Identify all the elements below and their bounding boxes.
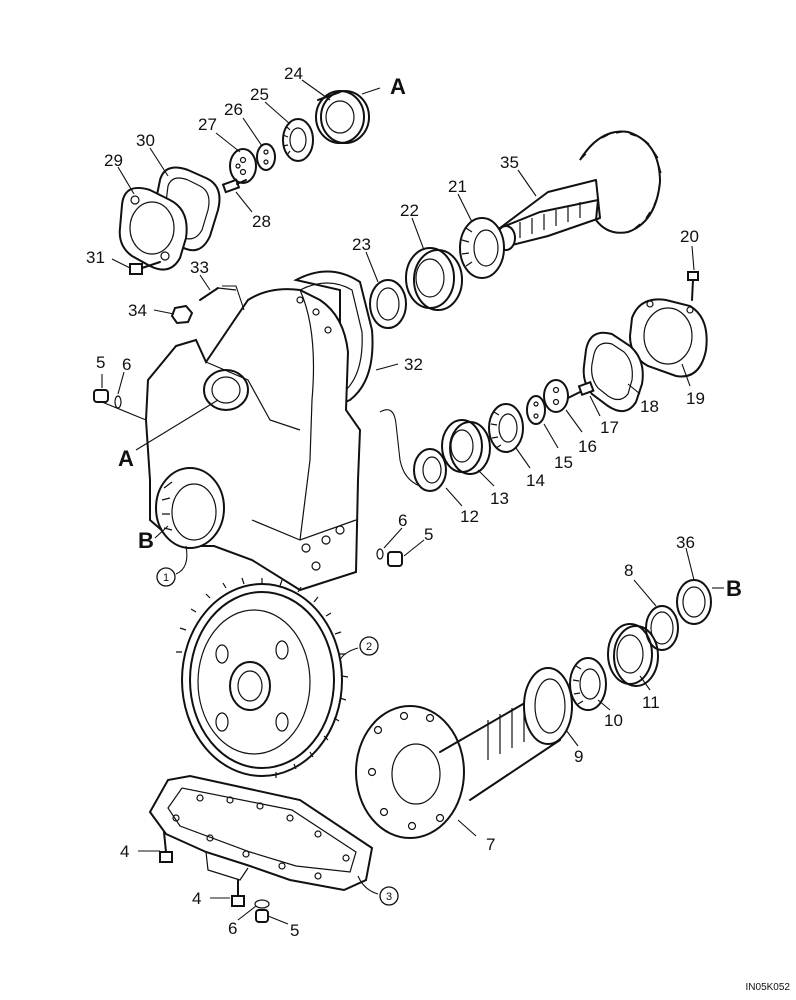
callout-33: 33 xyxy=(190,258,209,277)
callout-20: 20 xyxy=(680,227,699,246)
part-4-bolt-lower xyxy=(231,879,245,907)
part-26-shim xyxy=(256,143,276,171)
callout-5-left: 5 xyxy=(96,353,105,372)
part-14-bearing-cone xyxy=(488,403,524,453)
part-22-bearing-cup xyxy=(405,247,463,311)
part-24-bearing-cup xyxy=(315,90,370,144)
part-8-snap-ring xyxy=(645,605,679,651)
callout-11: 11 xyxy=(642,693,660,712)
callout-8: 8 xyxy=(624,561,633,580)
callout-4-lower: 4 xyxy=(192,889,201,908)
callout-5-lower: 5 xyxy=(290,921,299,940)
ref-b-side: B xyxy=(138,528,154,553)
callout-27: 27 xyxy=(198,115,217,134)
svg-text:3: 3 xyxy=(386,891,392,903)
callout-28: 28 xyxy=(252,212,271,231)
callout-31: 31 xyxy=(86,248,105,267)
callout-12: 12 xyxy=(460,507,479,526)
svg-text:2: 2 xyxy=(366,641,372,653)
callout-23: 23 xyxy=(352,235,371,254)
callout-17: 17 xyxy=(600,418,619,437)
callout-21: 21 xyxy=(448,177,467,196)
part-28-bolt xyxy=(221,178,247,194)
circled-callout-1: 1 xyxy=(156,567,176,587)
circled-callout-3: 3 xyxy=(379,886,399,906)
part-36-ring xyxy=(676,579,712,625)
part-13-bearing-cup xyxy=(441,419,491,475)
part-35-pinion-shaft xyxy=(496,130,662,251)
part-17-bolt xyxy=(567,380,595,399)
callout-5-right: 5 xyxy=(424,525,433,544)
part-6-washer-right xyxy=(376,548,384,560)
part-32-gasket xyxy=(293,270,374,406)
part-33-stud xyxy=(199,287,237,301)
part-6-washer-left xyxy=(114,395,122,409)
callout-36: 36 xyxy=(676,533,695,552)
callout-29: 29 xyxy=(104,151,123,170)
callout-6-left: 6 xyxy=(122,355,131,374)
part-11-bearing-cup xyxy=(607,623,659,687)
part-12-seal xyxy=(413,448,447,492)
circled-callout-2: 2 xyxy=(359,636,379,656)
leader-lines xyxy=(101,79,724,925)
callout-35: 35 xyxy=(500,153,519,172)
figure-code: IN05K052 xyxy=(746,982,791,993)
callout-25: 25 xyxy=(250,85,269,104)
callout-6-right: 6 xyxy=(398,511,407,530)
callout-13: 13 xyxy=(490,489,509,508)
part-5-plug-left xyxy=(93,389,109,403)
part-3-oil-pan xyxy=(148,774,374,892)
callout-16: 16 xyxy=(578,437,597,456)
part-16-retainer-plate xyxy=(543,379,569,413)
callout-4-upper: 4 xyxy=(120,842,129,861)
part-29-cover xyxy=(118,186,188,271)
ref-b-right: B xyxy=(726,576,742,601)
part-5-plug-lower xyxy=(255,909,269,923)
part-7-axle-shaft xyxy=(355,699,561,839)
part-9-seal xyxy=(523,667,573,745)
callout-19: 19 xyxy=(686,389,705,408)
callout-22: 22 xyxy=(400,201,419,220)
callout-15: 15 xyxy=(554,453,573,472)
part-1-housing xyxy=(144,288,362,592)
callout-10: 10 xyxy=(604,711,623,730)
part-25-bearing-cone xyxy=(282,118,314,162)
callout-14: 14 xyxy=(526,471,545,490)
part-6-washer-lower xyxy=(254,899,270,909)
callout-30: 30 xyxy=(136,131,155,150)
part-15-shim xyxy=(526,395,546,425)
svg-text:1: 1 xyxy=(163,572,169,584)
callout-7: 7 xyxy=(486,835,495,854)
ref-a-top: A xyxy=(390,74,406,99)
part-20-bolt xyxy=(687,271,699,301)
callout-32: 32 xyxy=(404,355,423,374)
part-10-bearing-cone xyxy=(569,657,607,711)
part-4-bolt-upper xyxy=(159,831,173,863)
part-2-bull-gear xyxy=(176,577,349,778)
reference-letters: A A B B xyxy=(118,74,742,601)
callout-34: 34 xyxy=(128,301,147,320)
ref-a-side: A xyxy=(118,446,134,471)
callout-24: 24 xyxy=(284,64,303,83)
part-34-nut xyxy=(170,304,194,325)
part-27-retainer-plate xyxy=(229,148,257,184)
callout-18: 18 xyxy=(640,397,659,416)
part-31-bolt xyxy=(129,261,161,275)
part-5-plug-right xyxy=(387,551,403,567)
callout-6-lower: 6 xyxy=(228,919,237,938)
callout-numbers: 24 25 26 27 28 29 30 31 33 34 35 21 22 2… xyxy=(86,64,705,940)
callout-9: 9 xyxy=(574,747,583,766)
part-23-seal xyxy=(369,279,407,329)
callout-26: 26 xyxy=(224,100,243,119)
part-21-bearing-cone xyxy=(459,217,505,279)
